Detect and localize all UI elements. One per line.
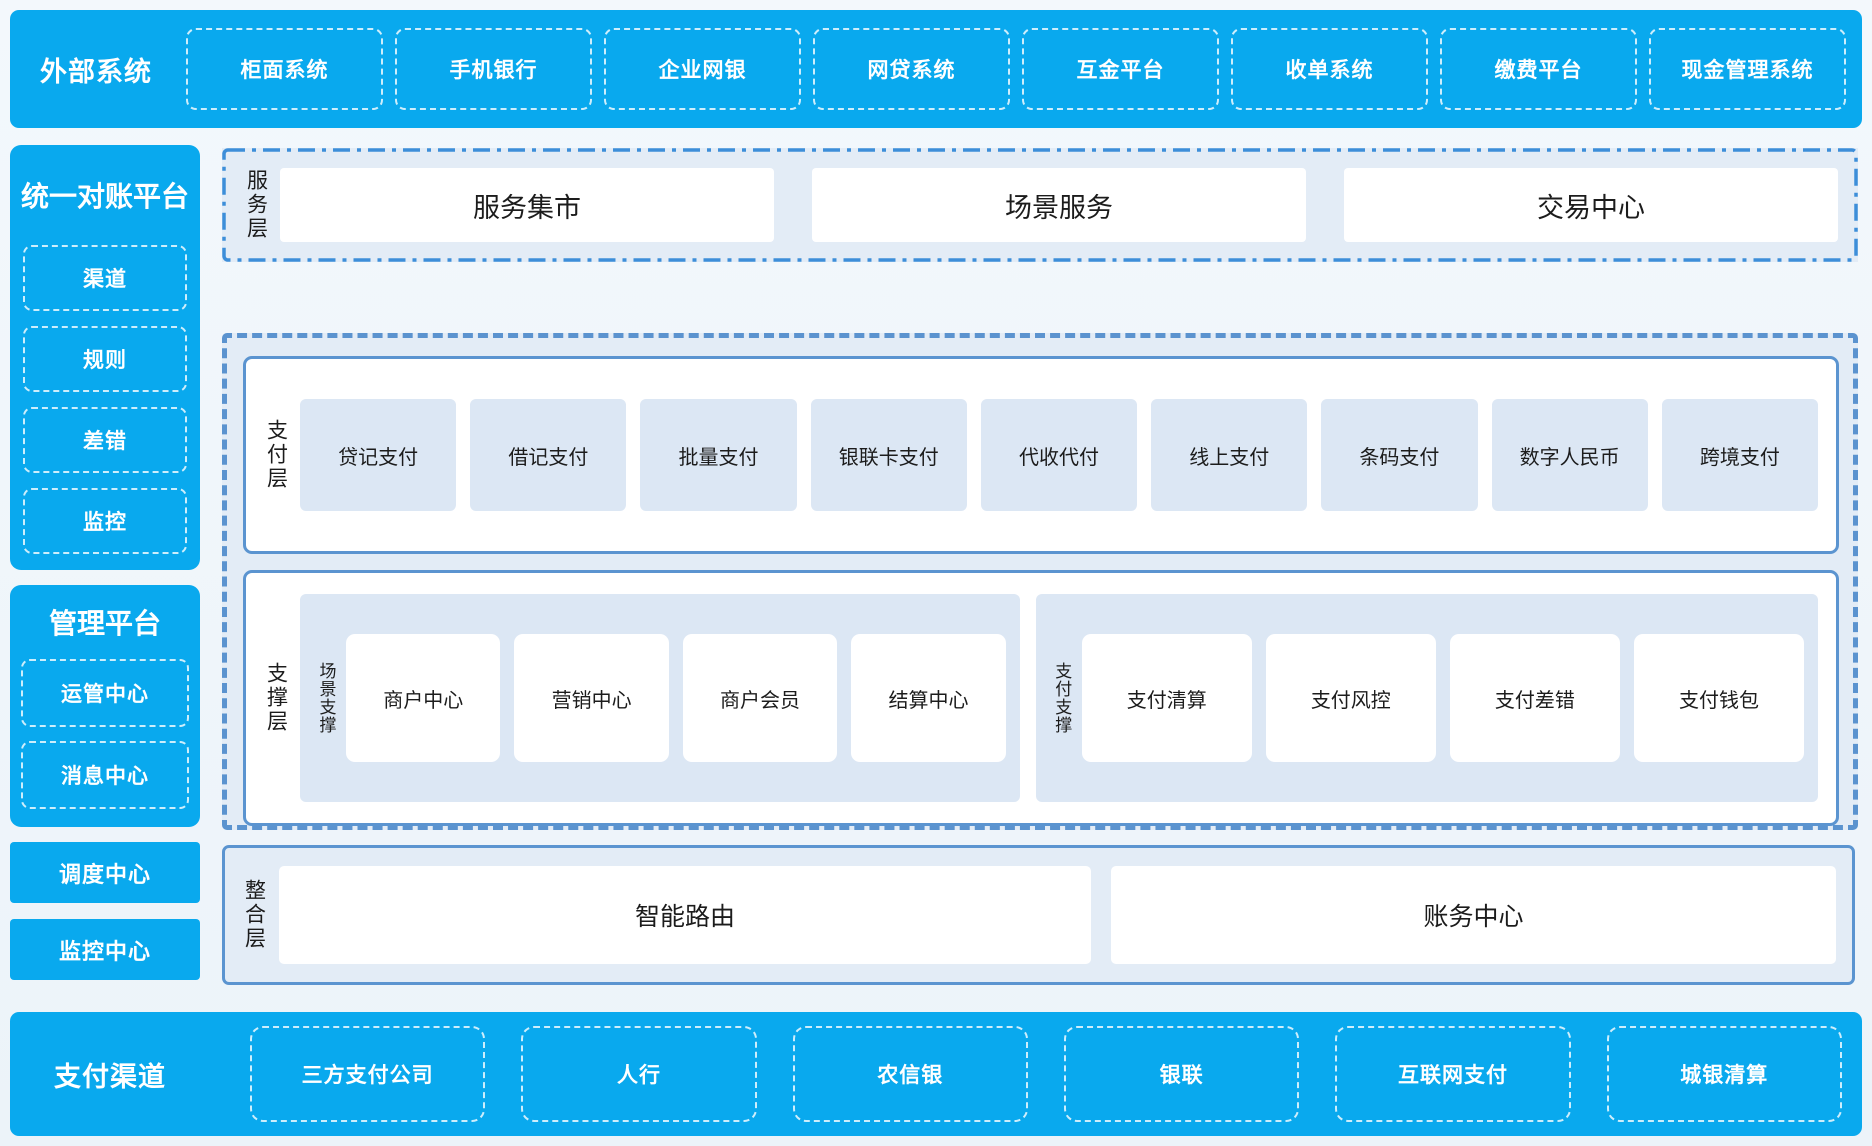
integration-layer-label: 整合层 — [242, 879, 266, 951]
payment-node: 条码支付 — [1321, 399, 1478, 511]
payment-layer-items: 贷记支付 借记支付 批量支付 银联卡支付 代收代付 线上支付 条码支付 数字人民… — [300, 399, 1818, 511]
integration-node: 账务中心 — [1111, 866, 1836, 964]
reconciliation-platform-title: 统一对账平台 — [20, 181, 189, 212]
payment-support-group: 支付支撑 支付清算 支付风控 支付差错 支付钱包 — [1035, 594, 1818, 802]
management-platform-panel: 管理平台 运管中心 消息中心 — [10, 585, 200, 827]
service-node: 服务集市 — [280, 168, 774, 242]
external-systems-bar: 外部系统 柜面系统 手机银行 企业网银 网贷系统 互金平台 收单系统 缴费平台 … — [10, 10, 1862, 128]
external-system-node: 柜面系统 — [186, 28, 383, 110]
scene-support-group: 场景支撑 商户中心 营销中心 商户会员 结算中心 — [300, 594, 1020, 802]
service-layer-label: 服务层 — [244, 169, 268, 241]
external-system-node: 网贷系统 — [813, 28, 1010, 110]
service-layer-section: 服务层 服务集市 场景服务 交易中心 — [222, 148, 1858, 262]
reconciliation-platform-items: 渠道 规则 差错 监控 — [10, 245, 200, 570]
scene-support-items: 商户中心 营销中心 商户会员 结算中心 — [346, 634, 1006, 762]
payment-node: 贷记支付 — [300, 399, 457, 511]
external-system-node: 企业网银 — [604, 28, 801, 110]
core-layers-container: 支付层 贷记支付 借记支付 批量支付 银联卡支付 代收代付 线上支付 条码支付 … — [222, 333, 1858, 830]
payment-channel-node: 银联 — [1063, 1026, 1300, 1122]
payment-channel-node: 农信银 — [792, 1026, 1028, 1122]
support-node: 商户中心 — [346, 634, 501, 762]
support-node: 营销中心 — [514, 634, 669, 762]
management-platform-title: 管理平台 — [48, 608, 161, 639]
external-systems-items: 柜面系统 手机银行 企业网银 网贷系统 互金平台 收单系统 缴费平台 现金管理系… — [186, 28, 1846, 110]
external-system-node: 收单系统 — [1231, 28, 1428, 110]
payment-support-label: 支付支撑 — [1052, 662, 1072, 734]
integration-layer-items: 智能路由 账务中心 — [279, 866, 1836, 964]
integration-layer-section: 整合层 智能路由 账务中心 — [222, 845, 1855, 985]
payment-node: 数字人民币 — [1491, 399, 1648, 511]
support-node: 商户会员 — [682, 634, 838, 762]
payment-channels-items: 三方支付公司 人行 农信银 银联 互联网支付 城银清算 — [250, 1026, 1842, 1122]
payment-channel-node: 人行 — [521, 1026, 757, 1122]
external-system-node: 互金平台 — [1022, 28, 1219, 110]
reconciliation-node: 渠道 — [23, 245, 187, 311]
management-platform-items: 运管中心 消息中心 — [10, 659, 200, 822]
payment-channels-bar: 支付渠道 三方支付公司 人行 农信银 银联 互联网支付 城银清算 — [10, 1012, 1862, 1136]
integration-node: 智能路由 — [279, 866, 1091, 964]
payment-channel-node: 三方支付公司 — [250, 1026, 486, 1122]
external-system-node: 缴费平台 — [1440, 28, 1637, 110]
payment-node: 批量支付 — [640, 399, 797, 511]
payment-channels-title: 支付渠道 — [54, 1061, 166, 1092]
payment-layer-section: 支付层 贷记支付 借记支付 批量支付 银联卡支付 代收代付 线上支付 条码支付 … — [243, 356, 1839, 554]
reconciliation-node: 规则 — [23, 326, 187, 392]
external-system-node: 现金管理系统 — [1649, 28, 1846, 110]
external-systems-title: 外部系统 — [40, 56, 152, 87]
support-node: 支付差错 — [1449, 634, 1620, 762]
reconciliation-platform-panel: 统一对账平台 渠道 规则 差错 监控 — [10, 145, 200, 570]
external-system-node: 手机银行 — [395, 28, 592, 110]
support-node: 结算中心 — [851, 634, 1006, 762]
service-node: 场景服务 — [812, 168, 1306, 242]
management-node: 运管中心 — [21, 659, 189, 727]
support-layer-label: 支撑层 — [264, 662, 288, 734]
service-node: 交易中心 — [1344, 168, 1838, 242]
payment-node: 代收代付 — [980, 399, 1138, 511]
reconciliation-node: 监控 — [23, 488, 187, 554]
dispatch-center-box: 调度中心 — [10, 842, 200, 903]
payment-node: 线上支付 — [1151, 399, 1308, 511]
payment-layer-label: 支付层 — [264, 419, 288, 491]
payment-channel-node: 城银清算 — [1606, 1026, 1842, 1122]
support-layer-groups: 场景支撑 商户中心 营销中心 商户会员 结算中心 支付支撑 支付清算 支付风控 … — [300, 594, 1818, 802]
monitoring-center-box: 监控中心 — [10, 919, 200, 980]
payment-node: 借记支付 — [470, 399, 627, 511]
support-layer-section: 支撑层 场景支撑 商户中心 营销中心 商户会员 结算中心 支付支撑 支付清算 — [243, 570, 1839, 826]
payment-channel-node: 互联网支付 — [1335, 1026, 1571, 1122]
service-layer-items: 服务集市 场景服务 交易中心 — [280, 168, 1838, 242]
support-node: 支付风控 — [1265, 634, 1436, 762]
payment-support-items: 支付清算 支付风控 支付差错 支付钱包 — [1081, 634, 1805, 762]
management-node: 消息中心 — [21, 741, 189, 809]
payment-node: 银联卡支付 — [810, 399, 967, 511]
payment-node: 跨境支付 — [1661, 399, 1818, 511]
support-node: 支付清算 — [1081, 634, 1252, 762]
scene-support-label: 场景支撑 — [316, 662, 336, 734]
support-node: 支付钱包 — [1633, 634, 1805, 762]
reconciliation-node: 差错 — [23, 407, 187, 473]
